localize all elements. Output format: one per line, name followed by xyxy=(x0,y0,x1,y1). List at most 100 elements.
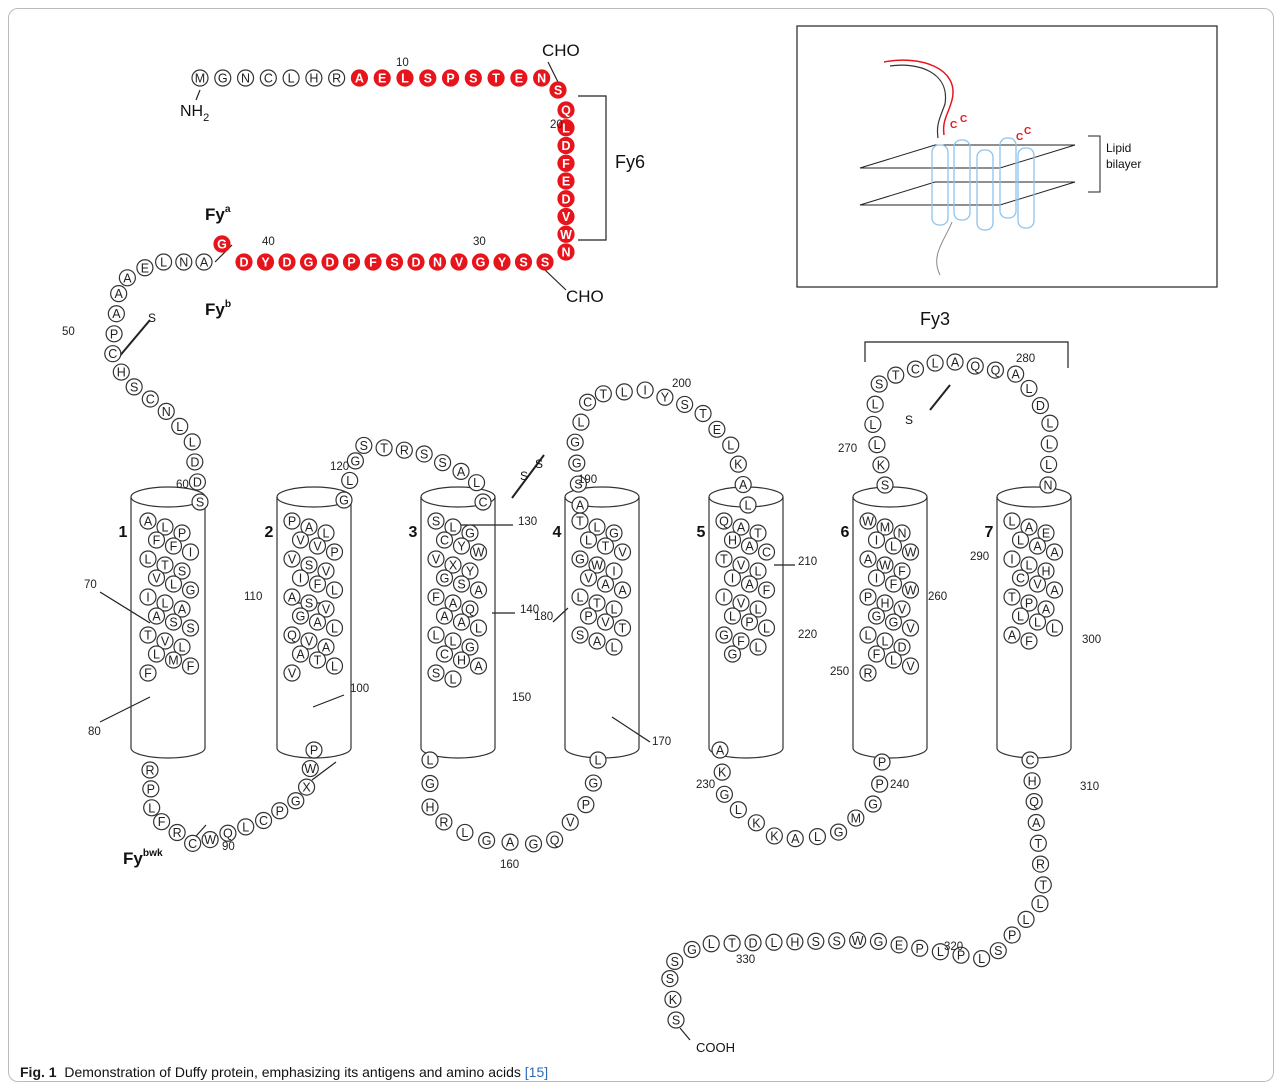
helix-number-3: 3 xyxy=(409,524,418,541)
inset-bilayer-label: bilayer xyxy=(1106,157,1141,171)
residue-ecl2-7: T xyxy=(595,386,611,402)
residue-tm6-16: G xyxy=(869,608,885,624)
residue-n-term-5: L xyxy=(283,70,299,86)
svg-text:Y: Y xyxy=(457,540,466,554)
svg-text:T: T xyxy=(892,369,900,383)
svg-text:P: P xyxy=(745,616,753,630)
residue-ecl3-13: A xyxy=(1008,366,1024,382)
residue-tm6-25: R xyxy=(860,665,876,681)
svg-text:W: W xyxy=(473,546,485,560)
svg-text:W: W xyxy=(304,762,316,776)
residue-tm6-6: W xyxy=(903,544,919,560)
svg-text:A: A xyxy=(322,641,331,655)
residue-tm5-19: G xyxy=(716,627,732,643)
svg-text:A: A xyxy=(296,648,305,662)
svg-text:T: T xyxy=(602,540,610,554)
svg-text:F: F xyxy=(898,565,906,579)
helix-number-7: 7 xyxy=(985,524,994,541)
residue-tm2-13: A xyxy=(284,589,300,605)
residue-icl1-13: X xyxy=(299,779,315,795)
svg-text:R: R xyxy=(439,815,448,829)
svg-text:R: R xyxy=(145,764,154,778)
svg-text:F: F xyxy=(369,256,377,270)
svg-text:P: P xyxy=(584,610,592,624)
residue-n-tail-2: N xyxy=(176,254,192,270)
svg-text:F: F xyxy=(158,815,166,829)
svg-text:A: A xyxy=(1042,603,1051,617)
svg-text:H: H xyxy=(880,597,889,611)
residue-n-tail-3: L xyxy=(156,254,172,270)
residue-ecl3-8: C xyxy=(907,361,923,377)
residue-tm1-10: V xyxy=(149,570,165,586)
svg-text:L: L xyxy=(179,641,186,655)
residue-tm1-1: A xyxy=(140,513,156,529)
residue-number-80: 80 xyxy=(88,726,101,738)
residue-loop-low-13: D xyxy=(279,254,295,270)
svg-text:A: A xyxy=(745,540,754,554)
svg-text:L: L xyxy=(869,418,876,432)
residue-number-310: 310 xyxy=(1080,781,1099,793)
glycosylation-link-bottom xyxy=(545,270,566,290)
svg-text:E: E xyxy=(378,72,386,86)
svg-text:G: G xyxy=(304,256,314,270)
svg-text:V: V xyxy=(906,660,915,674)
residue-tm5-7: T xyxy=(716,551,732,567)
residue-number-240: 240 xyxy=(890,779,909,791)
residue-ecl2-17: L xyxy=(740,497,756,513)
residue-icl1-2: P xyxy=(143,781,159,797)
svg-text:D: D xyxy=(239,256,248,270)
svg-text:S: S xyxy=(680,398,688,412)
svg-text:N: N xyxy=(1043,479,1052,493)
residue-tm5-17: P xyxy=(742,614,758,630)
residue-icl1-6: C xyxy=(185,835,201,851)
residue-ecl1-10: L xyxy=(469,475,485,491)
residue-n-tail-10: H xyxy=(113,364,129,380)
svg-text:D: D xyxy=(282,256,291,270)
residue-tm4-18: T xyxy=(615,620,631,636)
residue-loop-low-2: S xyxy=(516,254,532,270)
svg-text:L: L xyxy=(162,521,169,535)
svg-text:Q: Q xyxy=(550,833,560,847)
residue-ecl3-16: L xyxy=(1042,415,1058,431)
svg-text:S: S xyxy=(881,479,889,493)
residue-n-term-3: N xyxy=(238,70,254,86)
svg-text:L: L xyxy=(1023,913,1030,927)
residue-tm3-10: G xyxy=(437,570,453,586)
residue-fy6-loop-9: N xyxy=(558,244,574,260)
residue-c-tail-28: S xyxy=(662,971,678,987)
svg-text:V: V xyxy=(313,540,322,554)
residue-c-tail-26: G xyxy=(684,942,700,958)
svg-text:R: R xyxy=(173,826,182,840)
residue-tm7-10: C xyxy=(1013,570,1029,586)
svg-text:E: E xyxy=(1042,527,1050,541)
svg-text:E: E xyxy=(562,175,570,189)
svg-text:G: G xyxy=(589,777,599,791)
residue-ecl2-11: S xyxy=(677,396,693,412)
svg-text:C: C xyxy=(108,347,117,361)
svg-text:S: S xyxy=(812,935,820,949)
residue-fy6-loop-3: D xyxy=(558,138,574,154)
svg-text:K: K xyxy=(669,993,678,1007)
residue-ecl3-6: S xyxy=(871,376,887,392)
svg-text:L: L xyxy=(1009,515,1016,529)
residue-n-tail-17: D xyxy=(189,474,205,490)
residue-tm2-25: V xyxy=(284,665,300,681)
residue-icl1-8: Q xyxy=(220,825,236,841)
svg-text:F: F xyxy=(873,648,881,662)
residue-fya-site-1: G xyxy=(214,236,230,252)
residue-tm1-22: L xyxy=(149,646,165,662)
residue-tm1-18: S xyxy=(183,620,199,636)
residue-tm7-13: T xyxy=(1004,589,1020,605)
residue-loop-low-3: Y xyxy=(494,254,510,270)
residue-tm6-17: G xyxy=(886,614,902,630)
svg-text:T: T xyxy=(1008,591,1016,605)
residue-tm1-11: L xyxy=(166,576,182,592)
svg-text:M: M xyxy=(168,654,178,668)
svg-text:S: S xyxy=(672,1014,680,1028)
residue-ecl3-7: T xyxy=(888,367,904,383)
svg-text:C: C xyxy=(1016,572,1025,586)
residue-tm2-16: G xyxy=(293,608,309,624)
caption-reference-link[interactable]: [15] xyxy=(525,1064,548,1080)
svg-text:A: A xyxy=(1033,540,1042,554)
svg-text:T: T xyxy=(1035,837,1043,851)
